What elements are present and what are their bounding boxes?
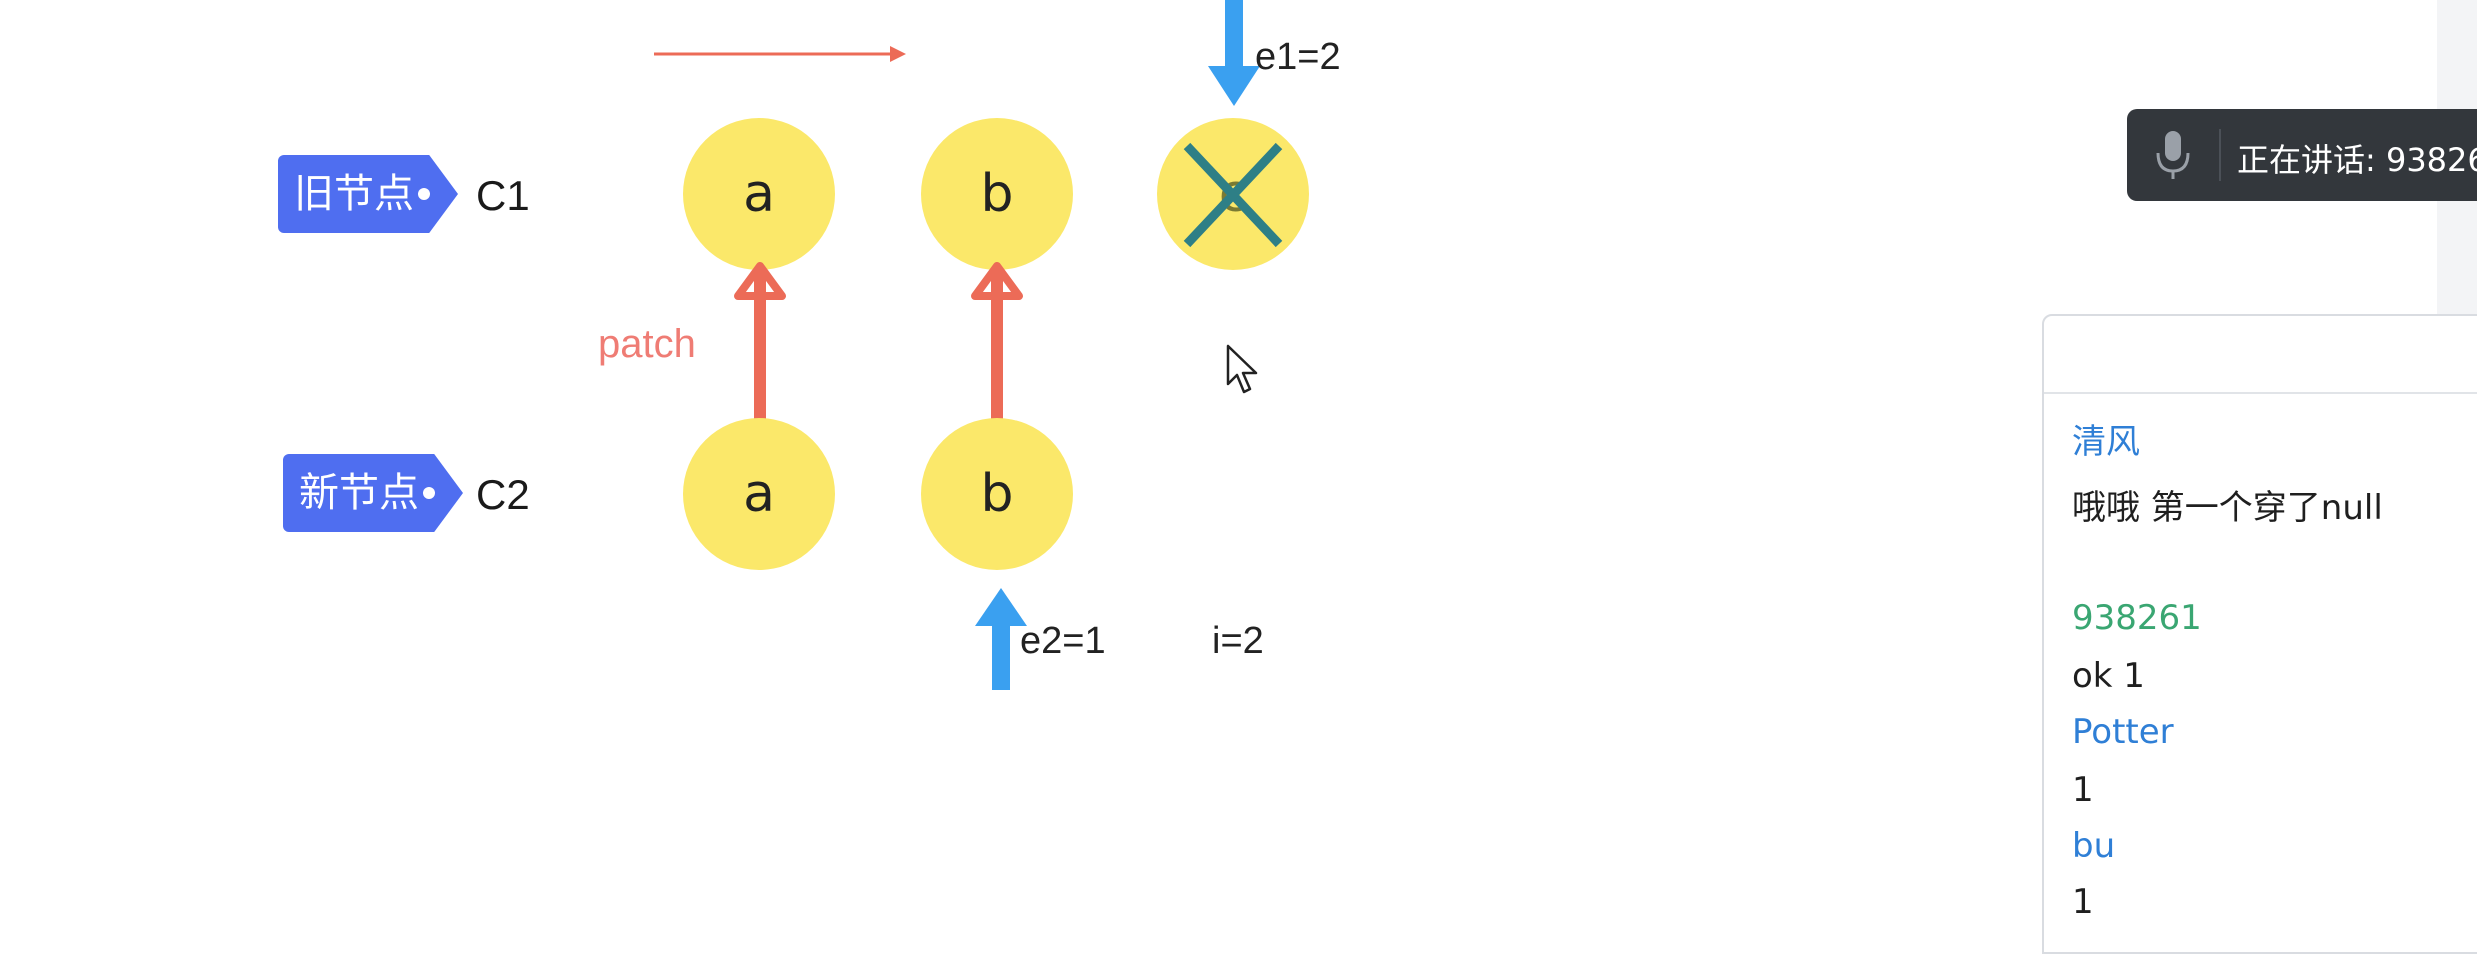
chat-sender-name[interactable]: 938261 — [2072, 598, 2202, 638]
patch-label: patch — [598, 322, 696, 366]
tag-dot-icon — [423, 487, 435, 499]
patch-arrow-b-icon — [971, 262, 1023, 428]
old-node-c-deleted: c — [1157, 118, 1309, 270]
old-nodes-tag: 旧节点 — [278, 155, 458, 233]
mic-button[interactable] — [2127, 109, 2219, 201]
chat-message-text: 1 — [2072, 882, 2094, 922]
chat-sender-name[interactable]: bu — [2072, 826, 2116, 866]
new-seq-label: C2 — [476, 471, 530, 518]
tag-dot-icon — [418, 188, 430, 200]
e1-pointer-arrow-icon — [1208, 0, 1260, 106]
chat-panel[interactable]: 清风 哦哦 第一个穿了null 938261 ok 1 Potter 1 bu … — [2042, 314, 2477, 954]
chat-panel-header — [2044, 316, 2477, 394]
old-seq-label: C1 — [476, 172, 530, 219]
voice-speaking-bar: 正在讲话: 938261 — [2127, 109, 2477, 201]
old-node-a: a — [683, 118, 835, 270]
speaking-status-text: 正在讲话: 938261 — [2237, 141, 2477, 179]
chat-message-text: 哦哦 第一个穿了null — [2072, 488, 2383, 528]
mic-icon — [2156, 131, 2190, 179]
chat-message-text: 1 — [2072, 770, 2094, 810]
e1-label: e1=2 — [1255, 36, 1341, 78]
i-label: i=2 — [1212, 620, 1264, 662]
e2-pointer-arrow-icon — [975, 588, 1027, 690]
chat-message-text: ok 1 — [2072, 656, 2145, 696]
patch-arrow-a-icon — [734, 262, 786, 428]
new-nodes-tag: 新节点 — [283, 454, 463, 532]
old-node-b: b — [921, 118, 1073, 270]
cursor-icon — [1226, 344, 1258, 394]
chat-sender-name[interactable]: 清风 — [2072, 422, 2140, 462]
e2-label: e2=1 — [1020, 620, 1106, 662]
voice-bar-divider — [2219, 129, 2221, 181]
new-nodes-tag-label: 新节点 — [299, 470, 419, 516]
old-nodes-tag-label: 旧节点 — [294, 171, 414, 217]
direction-arrow-icon — [654, 46, 906, 62]
new-node-a: a — [683, 418, 835, 570]
new-node-b: b — [921, 418, 1073, 570]
close-x-icon — [1183, 142, 1283, 248]
chat-sender-name[interactable]: Potter — [2072, 712, 2174, 752]
